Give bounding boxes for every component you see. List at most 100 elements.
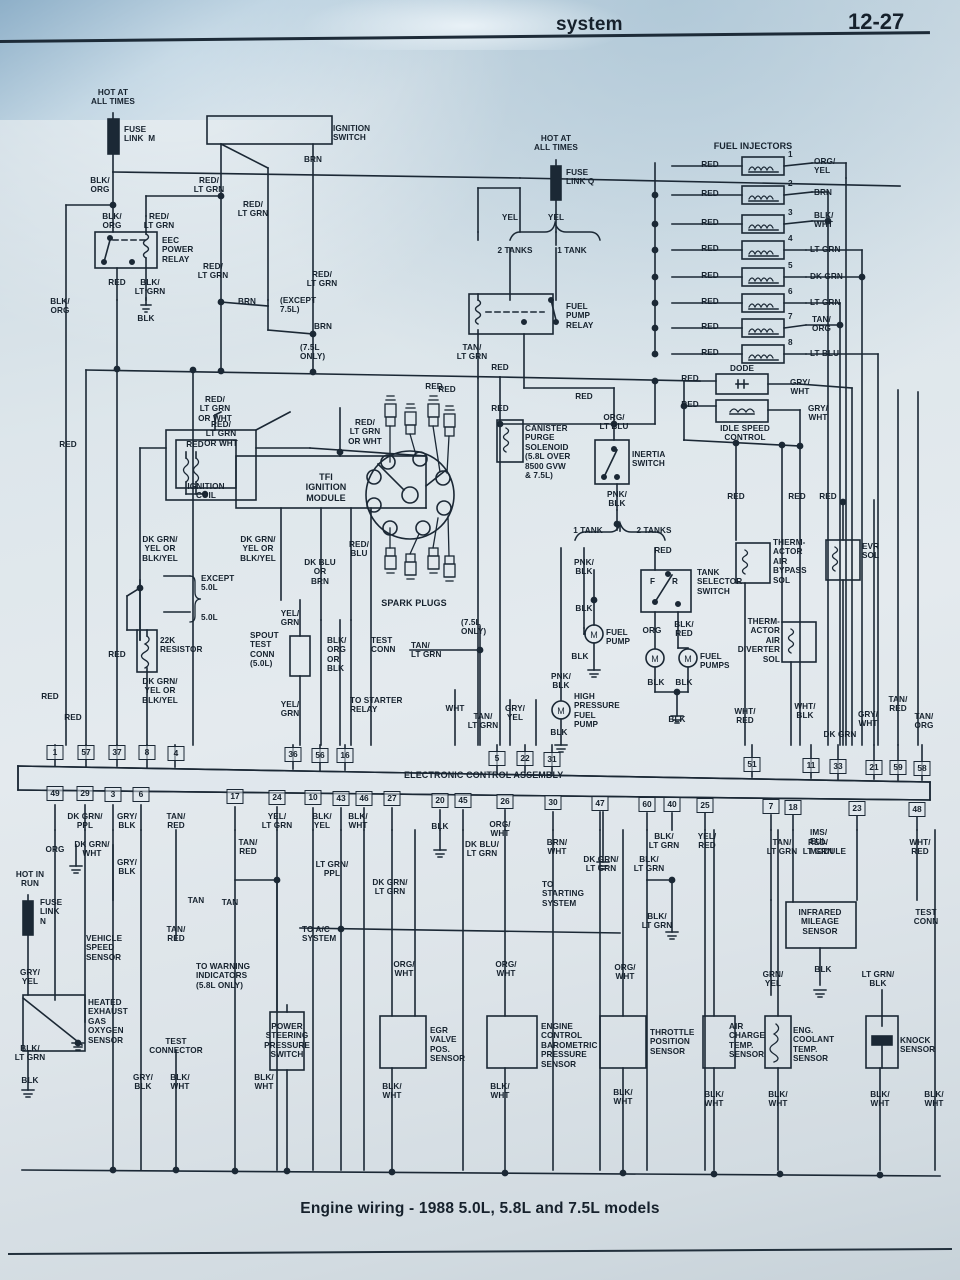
wire-blk-e: BLK	[647, 678, 665, 687]
eca-pin-top-11[interactable]: 51	[743, 757, 761, 772]
eca-pin-top-4[interactable]: 4	[167, 746, 185, 761]
eca-pin-top-14[interactable]: 21	[865, 760, 883, 775]
injector-4-number: 4	[788, 234, 793, 243]
eca-pin-top-5[interactable]: 36	[284, 747, 302, 762]
wire-brn-wht: BRN/ WHT	[546, 838, 568, 857]
wire-gry-blk-b: GRY/ BLK	[116, 858, 138, 877]
note-only-50: 5.0L	[201, 613, 218, 622]
knock-sensor-label: KNOCK SENSOR	[900, 1036, 936, 1055]
eca-pin-bottom-14[interactable]: 47	[591, 796, 609, 811]
eca-label: ELECTRONIC CONTROL ASSEMBLY	[404, 770, 564, 780]
injector-7-number: 7	[788, 312, 793, 321]
wire-dkgrn-ppl: DK GRN/ PPL	[67, 812, 103, 831]
svg-text:M: M	[557, 706, 565, 716]
wire-gry-wht-c: GRY/ WHT	[857, 710, 879, 729]
wire-dkgrn-yel-a: DK GRN/ YEL OR BLK/YEL	[142, 535, 178, 563]
eca-pin-top-1[interactable]: 57	[77, 745, 95, 760]
wire-dk-blu-brn: DK BLU OR BRN	[304, 558, 336, 586]
wire-gry-blk-a: GRY/ BLK	[116, 812, 138, 831]
fuse-link-m-label: FUSE LINK M	[124, 125, 156, 144]
note-two-tanks-mid: 2 TANKS	[636, 526, 672, 535]
eca-pin-bottom-3[interactable]: 6	[132, 787, 150, 802]
eca-pin-top-7[interactable]: 16	[336, 748, 354, 763]
injector-8-in: RED	[701, 348, 719, 357]
wire-blk-b: BLK	[575, 604, 593, 613]
eca-pin-bottom-12[interactable]: 26	[496, 794, 514, 809]
wire-red-t2: RED	[681, 400, 699, 409]
eca-pin-bottom-15[interactable]: 60	[638, 797, 656, 812]
canister-purge-solenoid-label: CANISTER PURGE SOLENOID (5.8L OVER 8500 …	[525, 424, 571, 481]
barometric-sensor-label: ENGINE CONTROL BAROMETRIC PRESSURE SENSO…	[541, 1022, 598, 1069]
wire-ltgrn-blk: LT GRN/ BLK	[861, 970, 895, 989]
wire-red-tank: RED	[654, 546, 672, 555]
wire-blk-f: BLK	[675, 678, 693, 687]
eca-pin-top-2[interactable]: 37	[108, 745, 126, 760]
eca-pin-bottom-21[interactable]: 48	[908, 802, 926, 817]
eca-pin-top-8[interactable]: 5	[488, 751, 506, 766]
eca-pin-top-13[interactable]: 33	[829, 759, 847, 774]
wire-gry-blk-d: GRY/ BLK	[132, 1073, 154, 1092]
svg-text:M: M	[684, 654, 692, 664]
wire-red-ltgrn-a: RED/ LT GRN	[143, 212, 175, 231]
wire-red-ltgrn-d: RED/ LT GRN	[197, 262, 229, 281]
wire-red-ltgrn-c: RED/ LT GRN	[237, 200, 269, 219]
eca-pin-top-3[interactable]: 8	[138, 745, 156, 760]
injector-6-number: 6	[788, 287, 793, 296]
wire-yel-grn-a: YEL/ GRN	[280, 609, 300, 628]
eca-pin-top-10[interactable]: 31	[543, 752, 561, 767]
eca-pin-bottom-18[interactable]: 7	[762, 799, 780, 814]
eca-pin-bottom-13[interactable]: 30	[544, 795, 562, 810]
wire-gry-yel-a: GRY/ YEL	[504, 704, 526, 723]
wire-wht-a: WHT	[445, 704, 465, 713]
wire-red-m1: RED	[491, 363, 509, 372]
wire-red-blu: RED/ BLU	[349, 540, 369, 559]
wire-wht-red-b: WHT/ RED	[909, 838, 931, 857]
eca-pin-bottom-20[interactable]: 23	[848, 801, 866, 816]
wire-red-l3: RED	[41, 692, 59, 701]
eca-pin-bottom-2[interactable]: 3	[104, 787, 122, 802]
wire-red-ltgrn-b: RED/ LT GRN	[193, 176, 225, 195]
spout-test-conn-label: SPOUT TEST CONN (5.0L)	[250, 631, 279, 669]
eca-pin-bottom-17[interactable]: 25	[696, 798, 714, 813]
note-two-tanks-top: 2 TANKS	[497, 246, 533, 255]
eca-pin-bottom-5[interactable]: 24	[268, 790, 286, 805]
wire-tan-red-a: TAN/ RED	[166, 812, 186, 831]
wire-pnk-blk-a: PNK/ BLK	[607, 490, 627, 509]
eca-pin-top-16[interactable]: 58	[913, 761, 931, 776]
eca-pin-bottom-8[interactable]: 46	[355, 791, 373, 806]
wire-org-pump: ORG	[642, 626, 662, 635]
eca-pin-bottom-7[interactable]: 43	[332, 791, 350, 806]
eca-pin-top-6[interactable]: 56	[311, 748, 329, 763]
injector-3-out: BLK/ WHT	[814, 211, 834, 230]
wire-gry-wht-b: GRY/ WHT	[807, 404, 829, 423]
eca-pin-top-15[interactable]: 59	[889, 760, 907, 775]
eca-pin-top-0[interactable]: 1	[46, 745, 64, 760]
coolant-temp-sensor-label: ENG. COOLANT TEMP. SENSOR	[793, 1026, 835, 1064]
wire-blk-yel-a: BLK/ YEL	[312, 812, 332, 831]
eca-pin-bottom-9[interactable]: 27	[383, 791, 401, 806]
wire-blk-wht-b: BLK/ WHT	[170, 1073, 190, 1092]
wire-red-m2: RED	[491, 404, 509, 413]
eca-pin-bottom-19[interactable]: 18	[784, 800, 802, 815]
wire-red-l8: RED	[108, 650, 126, 659]
eca-pin-bottom-10[interactable]: 20	[431, 793, 449, 808]
wire-blk-ltgrn: BLK/ LT GRN	[134, 278, 166, 297]
eca-pin-bottom-16[interactable]: 40	[663, 797, 681, 812]
wire-blk-gnd: BLK	[137, 314, 155, 323]
eca-pin-bottom-11[interactable]: 45	[454, 793, 472, 808]
wire-dkgrn-yel-b: DK GRN/ YEL OR BLK/YEL	[240, 535, 276, 563]
eca-pin-top-9[interactable]: 22	[516, 751, 534, 766]
eca-pin-bottom-0[interactable]: 49	[46, 786, 64, 801]
tfi-module-label: TFI IGNITION MODULE	[305, 472, 347, 503]
eca-pin-bottom-4[interactable]: 17	[226, 789, 244, 804]
eca-pin-bottom-6[interactable]: 10	[304, 790, 322, 805]
wire-brn-b: BRN	[313, 322, 333, 331]
injector-8-number: 8	[788, 338, 793, 347]
eca-pin-bottom-1[interactable]: 29	[76, 786, 94, 801]
eca-pin-top-12[interactable]: 11	[802, 758, 820, 773]
injector-1-out: ORG/ YEL	[814, 157, 836, 176]
note-to-starter-relay: TO STARTER RELAY	[350, 696, 403, 715]
wire-red-ltgrn-wht-c: RED/ LT GRN OR WHT	[204, 420, 238, 448]
wire-bw7: BLK/ WHT	[924, 1090, 944, 1109]
heated-o2-sensor-label: HEATED EXHAUST GAS OXYGEN SENSOR	[88, 998, 128, 1045]
